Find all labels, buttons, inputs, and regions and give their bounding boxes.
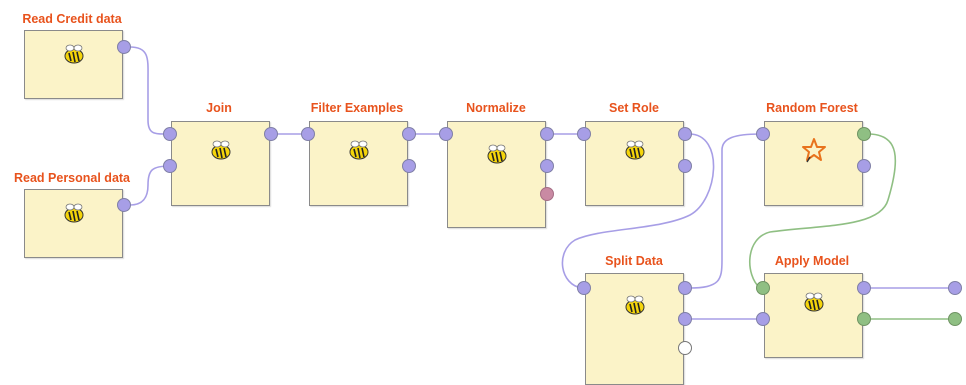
port-normalize-input[interactable] [439,127,453,141]
port-normalize-preprocessing-model[interactable] [540,187,554,201]
operator-apply-model[interactable] [764,273,863,358]
port-split-data-input[interactable] [577,281,591,295]
port-apply-model-labelled-output[interactable] [857,281,871,295]
bee-icon [64,203,83,223]
wire-credit-to-join [129,46,171,135]
port-join-left-input[interactable] [163,127,177,141]
port-filter-output[interactable] [402,127,416,141]
port-split-data-partition-2[interactable] [678,312,692,326]
operator-read-credit[interactable] [24,30,123,99]
port-filter-original[interactable] [402,159,416,173]
port-random-forest-training-input[interactable] [756,127,770,141]
star-icon [801,138,826,163]
operator-label-filter: Filter Examples [310,101,404,115]
operator-label-read-personal: Read Personal data [13,171,131,185]
port-set-role-original[interactable] [678,159,692,173]
port-read-personal-output[interactable] [117,198,131,212]
operator-label-set-role: Set Role [608,101,660,115]
port-split-data-partition-3[interactable] [678,341,692,355]
bee-icon [64,44,83,64]
bee-icon [349,140,368,160]
operator-label-join: Join [206,101,232,115]
operator-label-read-credit: Read Credit data [22,12,122,26]
wire-split-to-forest [688,133,761,289]
operator-random-forest[interactable] [764,121,863,206]
operator-set-role[interactable] [585,121,684,206]
port-split-data-partition-1[interactable] [678,281,692,295]
bee-icon [487,144,506,163]
port-join-output[interactable] [264,127,278,141]
port-read-credit-output[interactable] [117,40,131,54]
port-process-result-1[interactable] [948,281,962,295]
port-random-forest-example-output[interactable] [857,159,871,173]
operator-label-split-data: Split Data [605,254,663,268]
operator-normalize[interactable] [447,121,546,228]
operator-label-apply-model: Apply Model [774,254,850,268]
bee-icon [211,140,230,160]
bee-icon [804,292,823,312]
wire-personal-to-join [129,165,171,206]
port-set-role-output[interactable] [678,127,692,141]
port-filter-input[interactable] [301,127,315,141]
port-normalize-output[interactable] [540,127,554,141]
operator-label-normalize: Normalize [466,101,526,115]
port-process-result-2[interactable] [948,312,962,326]
port-normalize-original[interactable] [540,159,554,173]
port-apply-model-model-output[interactable] [857,312,871,326]
operator-label-random-forest: Random Forest [766,101,858,115]
port-apply-model-model-input[interactable] [756,281,770,295]
operator-join[interactable] [171,121,270,206]
operator-split-data[interactable] [585,273,684,385]
port-random-forest-model-output[interactable] [857,127,871,141]
port-join-right-input[interactable] [163,159,177,173]
port-apply-model-unlabelled-input[interactable] [756,312,770,326]
operator-read-personal[interactable] [24,189,123,258]
port-set-role-input[interactable] [577,127,591,141]
bee-icon [625,140,644,160]
operator-filter-examples[interactable] [309,121,408,206]
bee-icon [625,295,644,315]
